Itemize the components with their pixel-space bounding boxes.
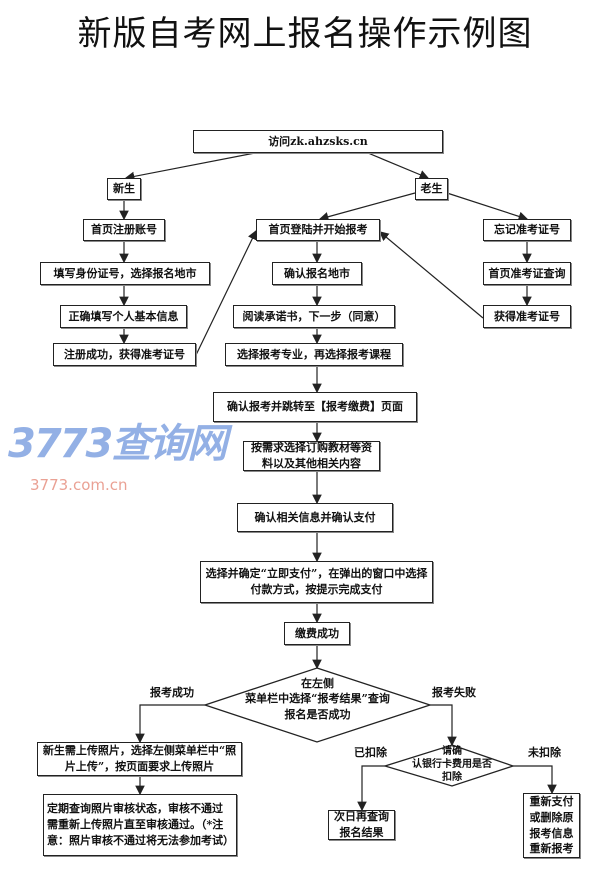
node-register-account: 首页注册账号 bbox=[83, 219, 165, 241]
node-fill-info: 正确填写个人基本信息 bbox=[60, 305, 187, 328]
decision-bank-text: 请确 认银行卡费用是否 扣除 bbox=[412, 746, 492, 783]
node-confirm-city: 确认报名地市 bbox=[272, 262, 362, 285]
node-query-id: 首页准考证查询 bbox=[483, 262, 571, 285]
node-confirm-jump: 确认报考并跳转至【报考缴费】页面 bbox=[213, 392, 417, 422]
node-choose-materials: 按需求选择订购教材等资料以及其他相关内容 bbox=[243, 441, 380, 471]
node-visit-site: 访问zk.ahzsks.cn bbox=[193, 130, 443, 153]
edge-label-not-deducted: 未扣除 bbox=[528, 746, 561, 759]
decision-diamond-result bbox=[202, 667, 433, 743]
node-login-start: 首页登陆并开始报考 bbox=[256, 219, 380, 241]
node-old-student: 老生 bbox=[415, 178, 448, 200]
edge-label-deducted: 已扣除 bbox=[354, 746, 387, 759]
node-choose-major: 选择报考专业，再选择报考课程 bbox=[225, 343, 403, 366]
node-confirm-pay: 确认相关信息并确认支付 bbox=[237, 503, 393, 532]
node-repay: 重新支付或删除原报考信息重新报考 bbox=[523, 793, 580, 858]
node-pay-success: 缴费成功 bbox=[284, 622, 350, 645]
node-new-student: 新生 bbox=[107, 178, 141, 200]
edge-label-success: 报考成功 bbox=[150, 686, 194, 699]
decision-diamond-bank bbox=[382, 744, 516, 787]
node-fill-id: 填写身份证号，选择报名地市 bbox=[40, 262, 210, 285]
node-register-success: 注册成功，获得准考证号 bbox=[53, 343, 196, 366]
node-forgot-id: 忘记准考证号 bbox=[483, 219, 571, 241]
watermark-url: 3773.com.cn bbox=[30, 476, 128, 494]
watermark-logo: 3773查询网 bbox=[8, 421, 227, 467]
node-read-promise: 阅读承诺书，下一步（同意） bbox=[233, 305, 395, 328]
node-get-id: 获得准考证号 bbox=[483, 305, 571, 328]
decision-result-text: 在左侧 菜单栏中选择“报考结果”查询 报名是否成功 bbox=[245, 677, 390, 721]
edge-label-fail: 报考失败 bbox=[432, 686, 476, 699]
node-pay-now: 选择并确定“立即支付”，在弹出的窗口中选择付款方式，按提示完成支付 bbox=[200, 561, 433, 603]
node-query-next-day: 次日再查询报名结果 bbox=[328, 810, 395, 840]
page-title: 新版自考网上报名操作示例图 bbox=[77, 14, 533, 54]
node-upload-photo: 新生需上传照片，选择左侧菜单栏中“照片上传”，按页面要求上传照片 bbox=[37, 742, 242, 776]
node-check-photo: 定期查询照片审核状态，审核不通过需重新上传照片直至审核通过。（*注意：照片审核不… bbox=[43, 794, 237, 856]
